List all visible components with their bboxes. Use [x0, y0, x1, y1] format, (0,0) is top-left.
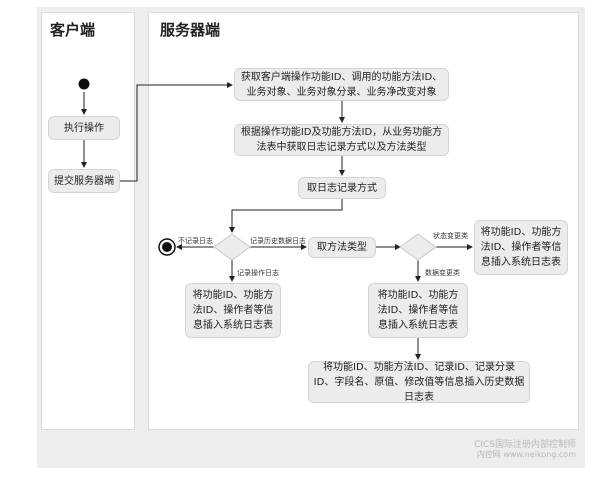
insert-syslog-node-left: 将功能ID、功能方法ID、操作者等信息插入系统日志表 [185, 283, 281, 338]
data-change-label: 数据变更类 [425, 269, 460, 277]
get-method-type-node: 取方法类型 [308, 237, 376, 258]
log-operation-label: 记录操作日志 [237, 269, 279, 277]
start-node [78, 78, 90, 90]
insert-syslog-node-middle: 将功能ID、功能方法ID、操作者等信息插入系统日志表 [368, 283, 468, 338]
insert-history-log-node: 将功能ID、功能方法ID、记录ID、记录分录ID、字段名、原值、修改值等信息插入… [308, 361, 530, 403]
client-lane-title: 客户端 [50, 21, 96, 39]
server-lane-title: 服务器端 [160, 21, 221, 39]
end-node-core [162, 242, 172, 252]
watermark-title: CICS国际注册内部控制师 [474, 440, 576, 450]
no-log-label: 不记录日志 [178, 237, 213, 245]
state-change-label: 状态变更类 [433, 232, 468, 240]
method-type-decision [399, 233, 437, 261]
get-client-ids-node: 获取客户端操作功能ID、调用的功能方法ID、业务对象、业务对象分录、业务净改变对… [234, 68, 449, 101]
watermark-url: 内控网 www.neikong.com [476, 450, 576, 459]
log-history-label: 记录历史数据日志 [250, 237, 306, 245]
submit-server-node: 提交服务器端 [48, 169, 120, 193]
log-mode-decision [213, 233, 251, 261]
execute-operation-node: 执行操作 [48, 116, 120, 140]
insert-syslog-node-right: 将功能ID、功能方法ID、操作者等信息插入系统日志表 [474, 220, 568, 275]
get-log-mode-node: 取日志记录方式 [298, 177, 386, 199]
lookup-method-node: 根据操作功能ID及功能方法ID，从业务功能方法表中获取日志记录方式以及方法类型 [234, 124, 449, 156]
